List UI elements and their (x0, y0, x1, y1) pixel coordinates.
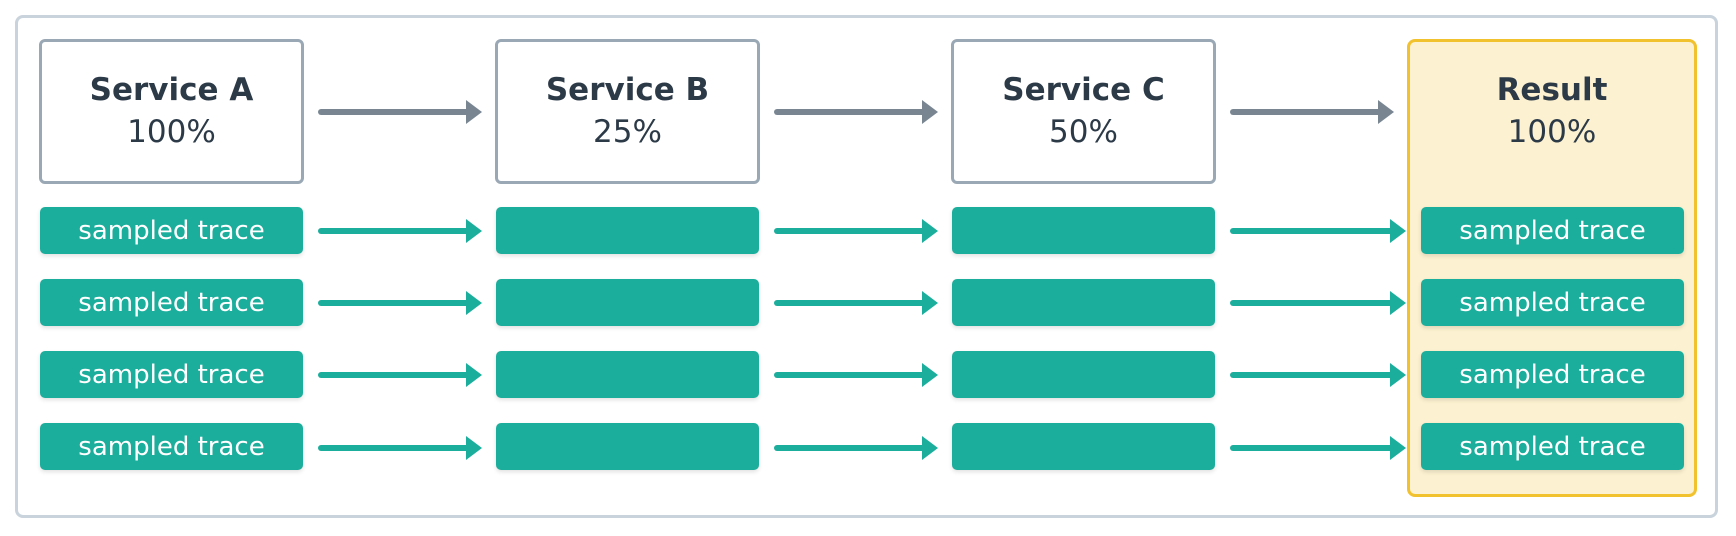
trace-c-row-4 (952, 423, 1215, 470)
trace-arrow (1230, 228, 1394, 234)
trace-result-row-1: sampled trace (1421, 207, 1684, 254)
service-b-box: Service B 25% (495, 39, 760, 184)
trace-result-row-4: sampled trace (1421, 423, 1684, 470)
trace-arrow (1230, 445, 1394, 451)
trace-result-row-3: sampled trace (1421, 351, 1684, 398)
result-name: Result (1496, 71, 1608, 108)
trace-arrow (1230, 300, 1394, 306)
trace-a-row-1: sampled trace (40, 207, 303, 254)
trace-a-row-4: sampled trace (40, 423, 303, 470)
service-c-box: Service C 50% (951, 39, 1216, 184)
trace-arrow (318, 445, 470, 451)
service-a-box: Service A 100% (39, 39, 304, 184)
trace-result-row-2: sampled trace (1421, 279, 1684, 326)
trace-arrow (774, 300, 926, 306)
result-panel (1407, 39, 1697, 497)
trace-arrow (774, 445, 926, 451)
service-percent: 50% (1049, 113, 1118, 150)
trace-arrow (774, 372, 926, 378)
service-name: Service A (89, 71, 254, 108)
service-name: Service B (545, 71, 710, 108)
trace-b-row-3 (496, 351, 759, 398)
service-name: Service C (1002, 71, 1165, 108)
trace-arrow (1230, 372, 1394, 378)
service-percent: 25% (593, 113, 662, 150)
result-header: Result 100% (1407, 39, 1697, 184)
trace-b-row-4 (496, 423, 759, 470)
trace-c-row-1 (952, 207, 1215, 254)
trace-arrow (318, 228, 470, 234)
trace-b-row-1 (496, 207, 759, 254)
trace-arrow (774, 228, 926, 234)
result-percent: 100% (1507, 113, 1597, 150)
trace-arrow (318, 372, 470, 378)
trace-arrow (318, 300, 470, 306)
trace-c-row-2 (952, 279, 1215, 326)
arrow-c-to-result (1230, 109, 1382, 115)
trace-c-row-3 (952, 351, 1215, 398)
trace-b-row-2 (496, 279, 759, 326)
trace-a-row-2: sampled trace (40, 279, 303, 326)
trace-a-row-3: sampled trace (40, 351, 303, 398)
service-percent: 100% (127, 113, 216, 150)
arrow-b-to-c (774, 109, 926, 115)
arrow-a-to-b (318, 109, 470, 115)
